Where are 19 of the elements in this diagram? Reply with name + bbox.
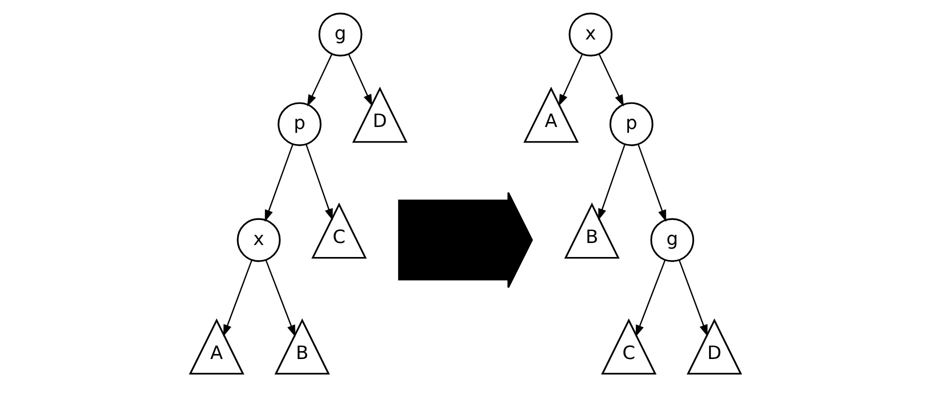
node-circle: x bbox=[236, 218, 281, 262]
arrow bbox=[638, 144, 666, 222]
arrow bbox=[307, 54, 333, 107]
arrow bbox=[223, 260, 252, 337]
arrow bbox=[598, 54, 624, 107]
arrow bbox=[348, 54, 372, 106]
node-circle: p bbox=[610, 102, 654, 146]
arrow bbox=[598, 144, 626, 221]
node-circle: x bbox=[568, 12, 613, 57]
node-circle: p bbox=[278, 102, 322, 146]
node-circle: g bbox=[650, 218, 694, 262]
arrow bbox=[264, 144, 294, 222]
arrow bbox=[265, 260, 296, 337]
node-arrow bbox=[398, 192, 533, 288]
arrow bbox=[558, 54, 583, 106]
arrow bbox=[306, 144, 333, 221]
arrow bbox=[678, 260, 708, 337]
arrow bbox=[636, 260, 666, 337]
node-circle: g bbox=[318, 12, 362, 57]
